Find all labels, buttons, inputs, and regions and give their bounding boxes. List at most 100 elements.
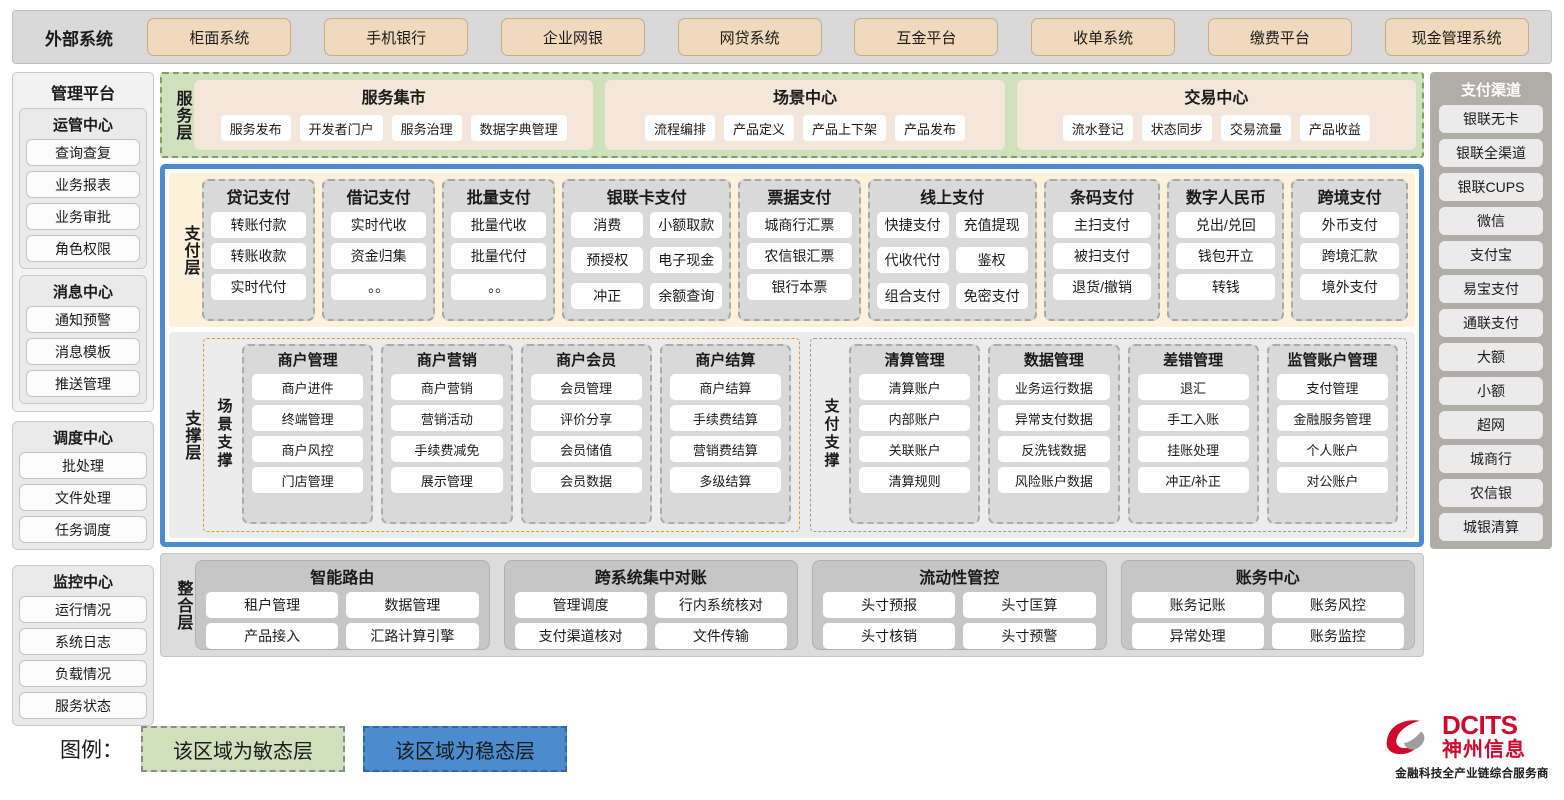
support-item[interactable]: 会员管理 (530, 374, 642, 400)
service-item[interactable]: 流程编排 (644, 115, 715, 141)
integration-item[interactable]: 头寸预警 (963, 623, 1096, 649)
integration-item[interactable]: 行内系统核对 (654, 592, 787, 618)
payment-item[interactable]: 转钱 (1176, 274, 1276, 300)
payment-channel-item[interactable]: 银联CUPS (1439, 173, 1543, 201)
support-item[interactable]: 金融服务管理 (1276, 405, 1388, 431)
payment-channel-item[interactable]: 银联无卡 (1439, 105, 1543, 133)
payment-item[interactable]: 银行本票 (747, 274, 852, 300)
management-item[interactable]: 业务报表 (26, 171, 140, 198)
external-system-chip[interactable]: 企业网银 (500, 18, 645, 56)
payment-channel-item[interactable]: 通联支付 (1439, 309, 1543, 337)
external-system-chip[interactable]: 柜面系统 (147, 18, 292, 56)
integration-item[interactable]: 异常处理 (1131, 623, 1264, 649)
integration-item[interactable]: 头寸匡算 (963, 592, 1096, 618)
support-item[interactable]: 多级结算 (669, 467, 781, 493)
support-item[interactable]: 支付管理 (1276, 374, 1388, 400)
service-item[interactable]: 流水登记 (1062, 115, 1133, 141)
payment-item[interactable]: 代收代付 (876, 247, 949, 274)
support-item[interactable]: 反洗钱数据 (998, 436, 1110, 462)
support-item[interactable]: 营销费结算 (669, 436, 781, 462)
support-item[interactable]: 商户结算 (669, 374, 781, 400)
support-item[interactable]: 门店管理 (252, 467, 364, 493)
service-item[interactable]: 服务治理 (391, 115, 462, 141)
payment-channel-item[interactable]: 超网 (1439, 411, 1543, 439)
support-item[interactable]: 退汇 (1137, 374, 1249, 400)
support-item[interactable]: 评价分享 (530, 405, 642, 431)
support-item[interactable]: 商户营销 (391, 374, 503, 400)
support-item[interactable]: 关联账户 (859, 436, 971, 462)
service-item[interactable]: 服务发布 (220, 115, 291, 141)
support-item[interactable]: 会员数据 (530, 467, 642, 493)
integration-item[interactable]: 汇路计算引擎 (346, 623, 479, 649)
payment-item[interactable]: 钱包开立 (1176, 243, 1276, 269)
support-item[interactable]: 展示管理 (391, 467, 503, 493)
payment-item[interactable]: 跨境汇款 (1300, 243, 1400, 269)
integration-item[interactable]: 租户管理 (206, 592, 339, 618)
payment-channel-item[interactable]: 城商行 (1439, 445, 1543, 473)
integration-item[interactable]: 头寸预报 (823, 592, 956, 618)
support-item[interactable]: 对公账户 (1276, 467, 1388, 493)
support-item[interactable]: 内部账户 (859, 405, 971, 431)
integration-item[interactable]: 账务风控 (1271, 592, 1404, 618)
payment-channel-item[interactable]: 支付宝 (1439, 241, 1543, 269)
integration-item[interactable]: 文件传输 (654, 623, 787, 649)
service-item[interactable]: 数据字典管理 (470, 115, 567, 141)
management-item[interactable]: 运行情况 (19, 596, 147, 623)
integration-item[interactable]: 账务记账 (1131, 592, 1264, 618)
service-item[interactable]: 交易流量 (1220, 115, 1291, 141)
integration-item[interactable]: 账务监控 (1271, 623, 1404, 649)
payment-channel-item[interactable]: 易宝支付 (1439, 275, 1543, 303)
payment-item[interactable]: 农信银汇票 (747, 243, 852, 269)
support-item[interactable]: 风险账户数据 (998, 467, 1110, 493)
payment-item[interactable]: 预授权 (571, 247, 644, 274)
management-item[interactable]: 通知预警 (26, 306, 140, 333)
payment-item[interactable]: 鉴权 (955, 247, 1028, 274)
external-system-chip[interactable]: 网贷系统 (677, 18, 822, 56)
support-item[interactable]: 冲正/补正 (1137, 467, 1249, 493)
management-item[interactable]: 批处理 (19, 452, 147, 479)
payment-channel-item[interactable]: 微信 (1439, 207, 1543, 235)
payment-item[interactable]: 实时代付 (211, 274, 307, 300)
payment-item[interactable]: 小额取款 (650, 212, 723, 238)
payment-item[interactable]: 余额查询 (650, 282, 723, 309)
support-item[interactable]: 挂账处理 (1137, 436, 1249, 462)
payment-item[interactable]: 转账收款 (211, 243, 307, 269)
support-item[interactable]: 终端管理 (252, 405, 364, 431)
payment-item[interactable]: 免密支付 (955, 282, 1028, 309)
service-item[interactable]: 开发者门户 (299, 115, 383, 141)
support-item[interactable]: 个人账户 (1276, 436, 1388, 462)
management-item[interactable]: 系统日志 (19, 628, 147, 655)
payment-item[interactable]: 被扫支付 (1052, 243, 1152, 269)
external-system-chip[interactable]: 互金平台 (854, 18, 999, 56)
external-system-chip[interactable]: 缴费平台 (1207, 18, 1352, 56)
external-system-chip[interactable]: 收单系统 (1031, 18, 1176, 56)
payment-channel-item[interactable]: 小额 (1439, 377, 1543, 405)
management-item[interactable]: 推送管理 (26, 370, 140, 397)
support-item[interactable]: 手工入账 (1137, 405, 1249, 431)
payment-item[interactable]: 电子现金 (650, 247, 723, 274)
payment-item[interactable]: 批量代收 (451, 212, 547, 238)
integration-item[interactable]: 支付渠道核对 (514, 623, 647, 649)
payment-item[interactable]: 资金归集 (331, 243, 427, 269)
integration-item[interactable]: 数据管理 (346, 592, 479, 618)
management-item[interactable]: 任务调度 (19, 516, 147, 543)
payment-item[interactable]: 组合支付 (876, 282, 949, 309)
external-system-chip[interactable]: 现金管理系统 (1384, 18, 1529, 56)
payment-item[interactable]: 外币支付 (1300, 212, 1400, 238)
support-item[interactable]: 业务运行数据 (998, 374, 1110, 400)
service-item[interactable]: 产品上下架 (802, 115, 886, 141)
service-item[interactable]: 产品定义 (723, 115, 794, 141)
payment-item[interactable]: 批量代付 (451, 243, 547, 269)
integration-item[interactable]: 产品接入 (206, 623, 339, 649)
external-system-chip[interactable]: 手机银行 (324, 18, 469, 56)
support-item[interactable]: 营销活动 (391, 405, 503, 431)
payment-channel-item[interactable]: 大额 (1439, 343, 1543, 371)
payment-channel-item[interactable]: 城银清算 (1439, 513, 1543, 541)
support-item[interactable]: 清算账户 (859, 374, 971, 400)
payment-item[interactable]: 实时代收 (331, 212, 427, 238)
management-item[interactable]: 文件处理 (19, 484, 147, 511)
integration-item[interactable]: 管理调度 (514, 592, 647, 618)
payment-item[interactable]: 冲正 (571, 282, 644, 309)
payment-channel-item[interactable]: 农信银 (1439, 479, 1543, 507)
management-item[interactable]: 消息模板 (26, 338, 140, 365)
